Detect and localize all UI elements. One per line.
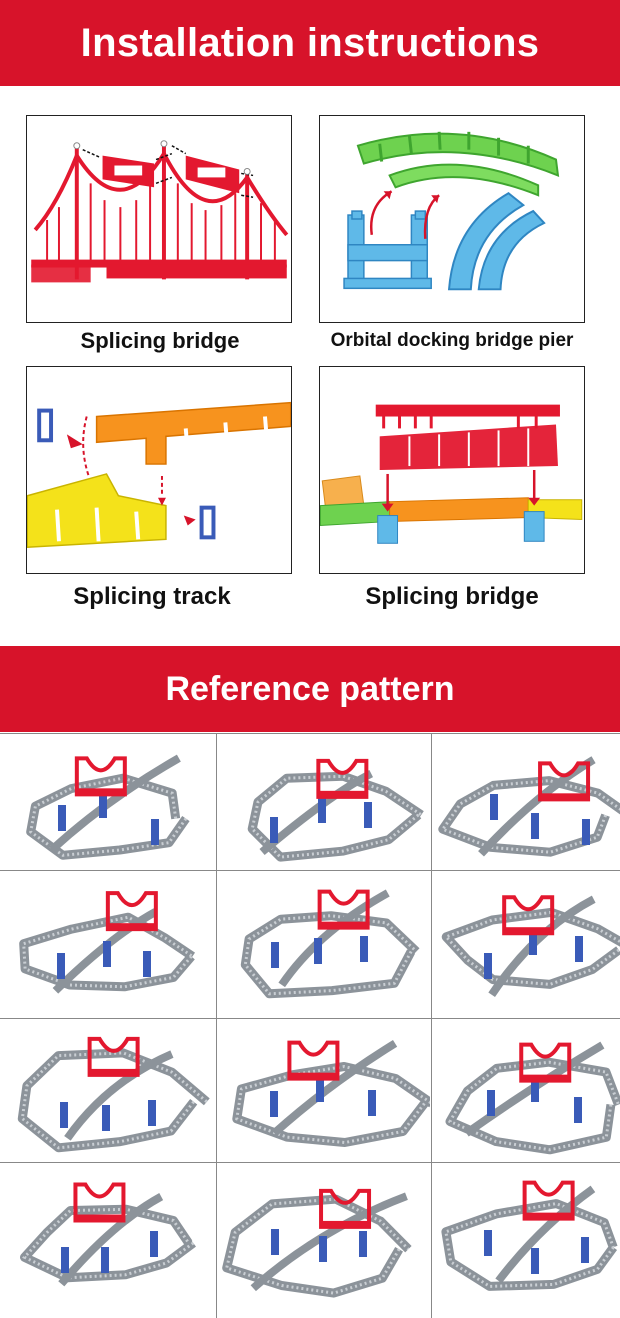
- instruction-caption-1: Splicing bridge: [80, 328, 240, 353]
- bridge-on-track-icon: [320, 404, 583, 544]
- reference-layout-7: [2, 1020, 214, 1162]
- reference-layout-4: [2, 872, 214, 1014]
- reference-layout-5: [218, 872, 430, 1014]
- reference-layout-8: [218, 1020, 430, 1162]
- reference-layout-10: [2, 1164, 214, 1306]
- reference-layout-6: [433, 872, 620, 1014]
- track-layout-icon: [240, 889, 420, 999]
- grid-divider: [0, 1018, 620, 1019]
- track-layout-icon: [19, 891, 196, 994]
- grid-divider: [431, 733, 432, 1318]
- track-layout-icon: [222, 1188, 412, 1298]
- page-title: Installation instructions: [80, 20, 540, 65]
- reference-layout-12: [433, 1164, 620, 1306]
- track-layout-icon: [445, 1041, 620, 1155]
- pier-dock-icon: [343, 131, 560, 291]
- reference-layout-1: [2, 735, 214, 877]
- track-layout-icon: [17, 1036, 210, 1153]
- grid-divider: [216, 733, 217, 1318]
- header-banner: Installation instructions: [0, 0, 620, 86]
- reference-title: Reference pattern: [165, 669, 455, 708]
- track-splice-icon: [27, 401, 291, 549]
- track-layout-icon: [26, 754, 190, 860]
- grid-divider: [0, 733, 620, 734]
- track-layout-icon: [441, 1180, 618, 1291]
- grid-divider: [0, 870, 620, 871]
- grid-divider: [0, 1162, 620, 1163]
- reference-layout-9: [433, 1020, 620, 1162]
- instruction-caption-2: Orbital docking bridge pier: [330, 330, 574, 351]
- reference-layout-2: [218, 735, 430, 877]
- instruction-panel-3: [26, 366, 292, 574]
- track-layout-icon: [232, 1039, 430, 1147]
- bridge-splice-icon: [31, 140, 289, 283]
- instruction-panel-4: [319, 366, 585, 574]
- reference-layout-11: [218, 1164, 430, 1306]
- track-layout-icon: [247, 758, 424, 862]
- instruction-caption-3: Splicing track: [73, 583, 231, 610]
- track-layout-icon: [438, 756, 620, 857]
- track-layout-icon: [441, 895, 620, 998]
- instruction-caption-4: Splicing bridge: [365, 583, 539, 610]
- track-layout-icon: [20, 1182, 196, 1287]
- reference-layout-3: [433, 735, 620, 877]
- instruction-panel-2: [319, 115, 585, 323]
- reference-banner: Reference pattern: [0, 646, 620, 732]
- instruction-panel-1: [26, 115, 292, 323]
